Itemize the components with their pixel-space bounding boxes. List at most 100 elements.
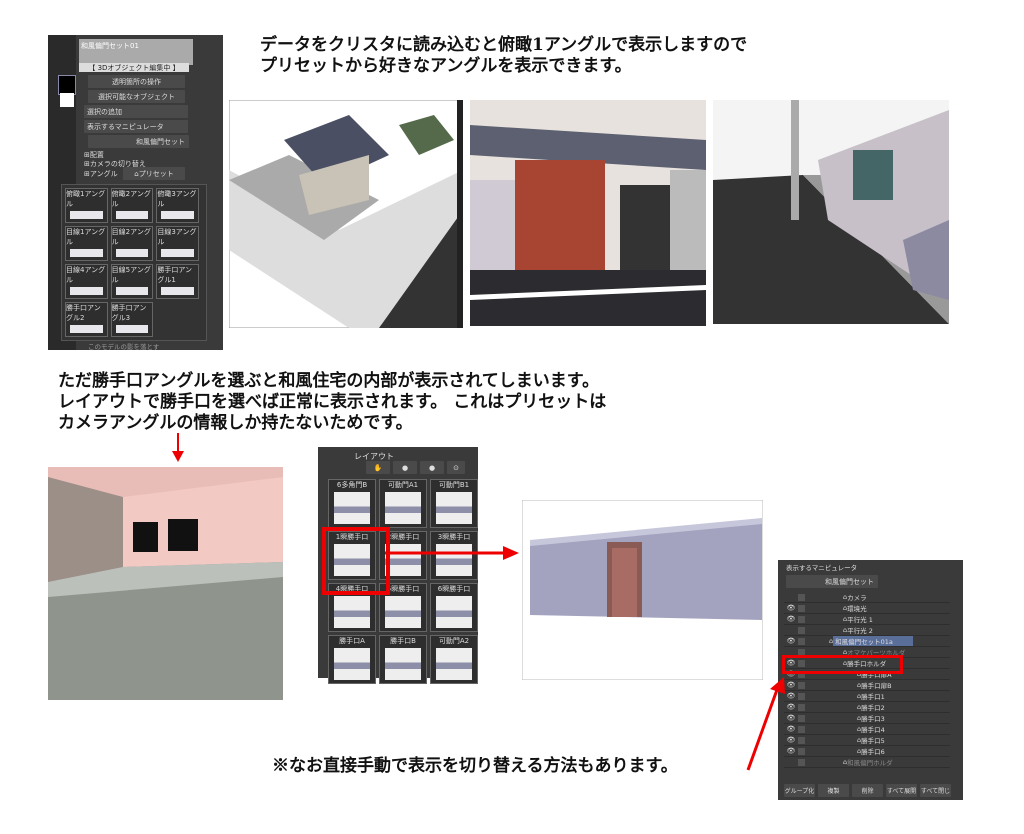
selection-add-row[interactable]: 選択の追加 <box>84 105 188 118</box>
angle-preset-item[interactable]: 目線1アングル <box>65 226 108 261</box>
eye-icon[interactable]: 👁 <box>786 637 796 645</box>
angle-preset-item[interactable]: 俯瞰3アングル <box>156 188 199 223</box>
layout-item[interactable]: 勝手口A <box>328 635 376 684</box>
angle-preset-label: 目線5アングル <box>111 266 151 284</box>
section-angle[interactable]: ⊞アングル <box>84 170 118 178</box>
hand-pose-button[interactable]: ✋ <box>366 461 390 474</box>
angle-preset-item[interactable]: 目線5アングル <box>110 264 154 299</box>
angle-preset-item[interactable]: 勝手口アングル3 <box>110 302 154 337</box>
eye-icon[interactable]: 👁 <box>786 736 796 744</box>
eye-icon[interactable]: 👁 <box>786 692 796 700</box>
manipulator-row[interactable]: 表示するマニピュレータ <box>84 120 188 133</box>
selectable-dropdown[interactable]: 選択可能なオブジェクト <box>88 90 185 103</box>
layer-checkbox[interactable] <box>798 648 805 656</box>
layer-action-button[interactable]: グループ化 <box>784 784 815 797</box>
layer-list: ⌂ カメラ👁⌂ 環境光👁⌂ 平行光 1⌂ 平行光 2👁⌂ 和風偏門セット01a⌂… <box>778 592 956 770</box>
layout-item[interactable]: 1瞬勝手口 <box>328 531 376 580</box>
lock-icon: ⌂ <box>857 747 862 755</box>
layer-row[interactable]: 👁⌂ 勝手口4 <box>784 724 950 735</box>
reset-button[interactable]: ⊙ <box>447 461 465 474</box>
object-select-row[interactable]: 和風偏門セット <box>88 135 189 148</box>
layer-row[interactable]: 👁⌂ 勝手口ホルダ <box>784 658 950 669</box>
layer-name: 勝手口2 <box>861 704 885 712</box>
layer-checkbox[interactable] <box>798 736 805 744</box>
body-button[interactable]: ● <box>420 461 444 474</box>
layer-row[interactable]: ⌂ 平行光 2 <box>784 625 950 636</box>
layer-row[interactable]: 👁⌂ 和風偏門セット01a <box>784 636 950 647</box>
angle-preset-item[interactable]: 目線3アングル <box>156 226 199 261</box>
section-camera[interactable]: ⊞カメラの切り替え <box>84 160 146 168</box>
layer-checkbox[interactable] <box>798 681 805 689</box>
angle-preset-item[interactable]: 俯瞰2アングル <box>110 188 154 223</box>
lock-icon: ⌂ <box>843 659 848 667</box>
layer-row[interactable]: 👁⌂ 勝手口扉A <box>784 669 950 680</box>
layout-item[interactable]: 可動門A2 <box>430 635 478 684</box>
section-placement-label: 配置 <box>89 151 104 159</box>
layer-action-button[interactable]: すべて閉じ <box>920 784 951 797</box>
layer-row[interactable]: 👁⌂ 勝手口扉B <box>784 680 950 691</box>
layer-checkbox[interactable] <box>798 703 805 711</box>
color-swatch[interactable] <box>58 75 76 95</box>
explain-line-3: カメラアングルの情報しか持たないためです。 <box>58 413 413 433</box>
layer-action-button[interactable]: すべて展開 <box>886 784 917 797</box>
angle-preset-item[interactable]: 目線4アングル <box>65 264 108 299</box>
layer-checkbox[interactable] <box>798 659 805 667</box>
layer-row[interactable]: 👁⌂ 勝手口3 <box>784 713 950 724</box>
eye-icon[interactable]: 👁 <box>786 670 796 678</box>
layer-row[interactable]: 👁⌂ 平行光 1 <box>784 614 950 625</box>
layout-item[interactable]: 勝手口B <box>379 635 427 684</box>
layer-action-button[interactable]: 複製 <box>818 784 849 797</box>
layer-row[interactable]: 👁⌂ 勝手口5 <box>784 735 950 746</box>
eye-icon[interactable]: 👁 <box>786 659 796 667</box>
layer-checkbox[interactable] <box>798 637 805 645</box>
layer-checkbox[interactable] <box>798 593 805 601</box>
layout-item[interactable]: 可動門B1 <box>430 479 478 528</box>
layer-checkbox[interactable] <box>798 604 805 612</box>
object-select[interactable]: 和風偏門セット <box>786 575 878 588</box>
layer-name: オマケパーツホルダ <box>847 649 906 657</box>
preset-dropdown[interactable]: ⌂ プリセット <box>123 167 185 180</box>
angle-preset-item[interactable]: 勝手口アングル1 <box>156 264 199 299</box>
angle-thumbnail <box>115 287 149 295</box>
layer-checkbox[interactable] <box>798 626 805 634</box>
layer-row[interactable]: ⌂ 和風偏門ホルダ <box>784 757 950 768</box>
layer-checkbox[interactable] <box>798 714 805 722</box>
object-select-label: 和風偏門セット <box>136 137 185 146</box>
eye-icon[interactable]: 👁 <box>786 703 796 711</box>
layer-row[interactable]: 👁⌂ 環境光 <box>784 603 950 614</box>
layout-item[interactable]: 5瞬勝手口 <box>379 583 427 632</box>
layout-item[interactable]: 6多角門B <box>328 479 376 528</box>
layout-thumbnail <box>333 596 371 628</box>
layer-name: 平行光 1 <box>847 616 873 624</box>
transparency-dropdown[interactable]: 透明箇所の操作 <box>88 75 185 88</box>
section-placement[interactable]: ⊞配置 <box>84 151 104 159</box>
angle-preset-item[interactable]: 勝手口アングル2 <box>65 302 108 337</box>
layer-checkbox[interactable] <box>798 725 805 733</box>
layer-row[interactable]: 👁⌂ 勝手口2 <box>784 702 950 713</box>
layout-item[interactable]: 可動門A1 <box>379 479 427 528</box>
eye-icon[interactable]: 👁 <box>786 615 796 623</box>
layer-checkbox[interactable] <box>798 692 805 700</box>
angle-preset-item[interactable]: 目線2アングル <box>110 226 154 261</box>
layer-action-button[interactable]: 削除 <box>852 784 883 797</box>
layer-checkbox[interactable] <box>798 747 805 755</box>
angle-preset-item[interactable]: 俯瞰1アングル <box>65 188 108 223</box>
eye-icon[interactable]: 👁 <box>786 725 796 733</box>
layout-item[interactable]: 6瞬勝手口 <box>430 583 478 632</box>
eye-icon[interactable]: 👁 <box>786 747 796 755</box>
layer-checkbox[interactable] <box>798 670 805 678</box>
layer-row[interactable]: ⌂ カメラ <box>784 592 950 603</box>
layer-row[interactable]: 👁⌂ 勝手口1 <box>784 691 950 702</box>
layer-row[interactable]: 👁⌂ 勝手口6 <box>784 746 950 757</box>
layout-thumbnail <box>333 492 371 524</box>
layer-checkbox[interactable] <box>798 758 805 766</box>
eye-icon[interactable]: 👁 <box>786 714 796 722</box>
color-swatch-bg[interactable] <box>60 93 74 107</box>
layer-checkbox[interactable] <box>798 615 805 623</box>
shadow-option[interactable]: このモデルの影を落とす <box>88 343 160 351</box>
angle-thumbnail <box>115 211 149 219</box>
eye-icon[interactable]: 👁 <box>786 604 796 612</box>
eye-icon[interactable]: 👁 <box>786 681 796 689</box>
layout-item[interactable]: 3瞬勝手口 <box>430 531 478 580</box>
head-button[interactable]: ● <box>393 461 417 474</box>
